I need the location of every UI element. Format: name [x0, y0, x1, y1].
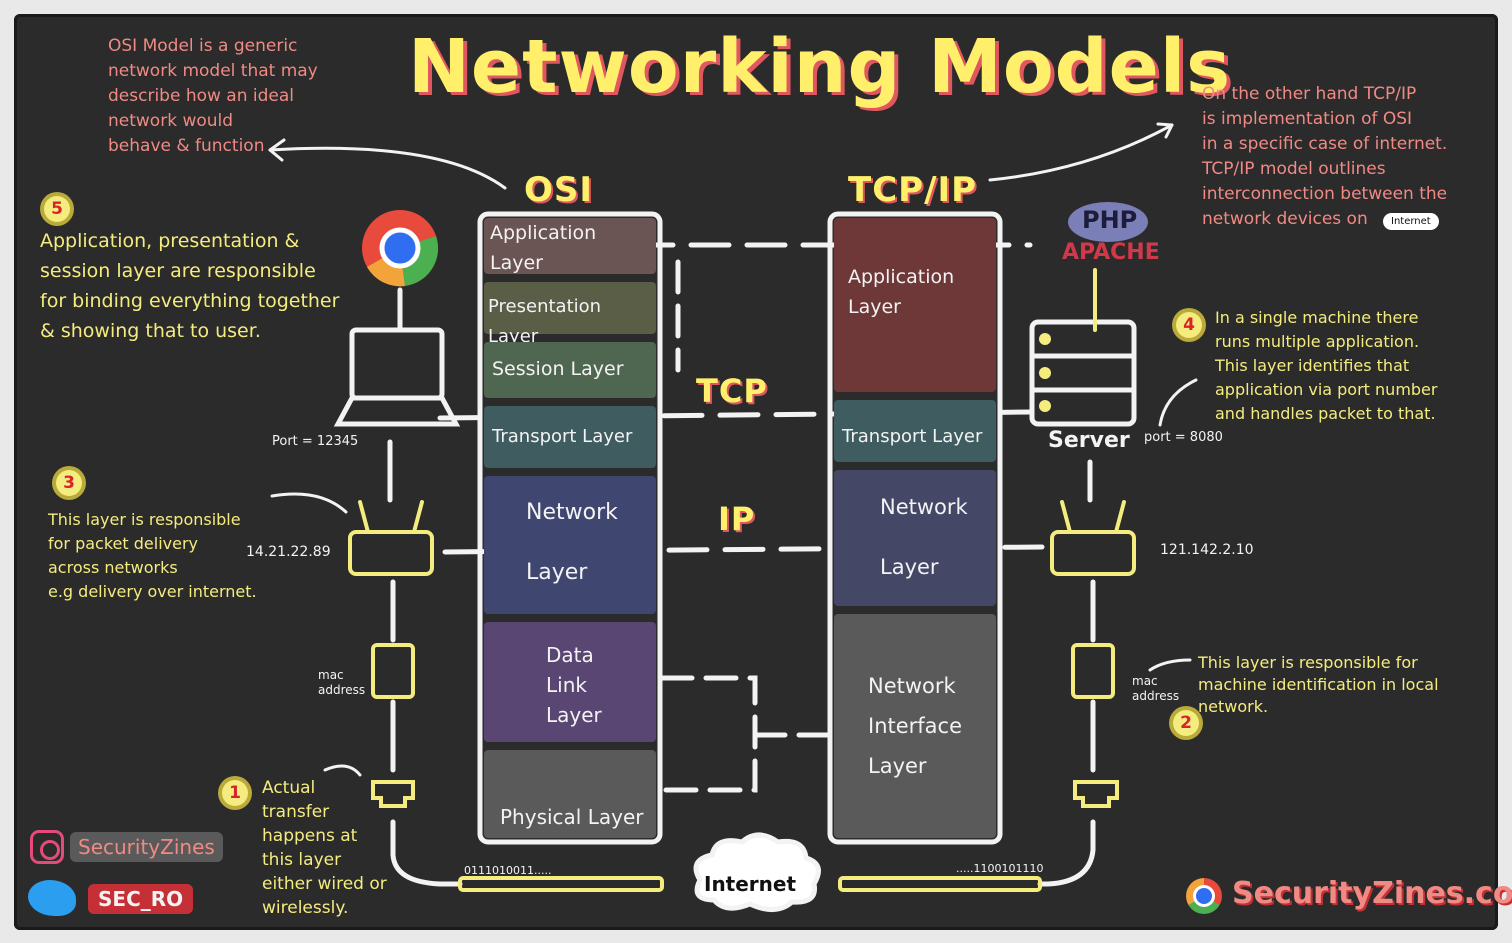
client-ip-label: 14.21.22.89 [246, 544, 331, 560]
tcpip-network-interface-layer: Network Interface Layer [834, 614, 996, 838]
note-network-layer: This layer is responsible for packet del… [48, 510, 257, 601]
badge-4: 4 [1176, 312, 1202, 338]
badge-1: 1 [222, 780, 248, 806]
client-mac-label: mac address [318, 668, 366, 697]
badge-2: 2 [1173, 710, 1199, 736]
osi-description-note: OSI Model is a generic network model tha… [108, 36, 318, 156]
bitstream-left: 0111010011..... [464, 864, 552, 877]
tcpip-description-note: On the other hand TCP/IP is implementati… [1202, 84, 1448, 229]
server-ip-label: 121.142.2.10 [1160, 542, 1254, 558]
bitstream-right: .....1100101110 [956, 862, 1044, 875]
note-transport-layer: In a single machine there runs multiple … [1215, 308, 1438, 423]
osi-data-link-layer: Data Link Layer [484, 622, 656, 742]
client-port-label: Port = 12345 [272, 434, 359, 449]
server-port-label: port = 8080 [1144, 430, 1223, 445]
note-datalink-layer: This layer is responsible for machine id… [1198, 653, 1439, 716]
internet-label: Internet [704, 872, 797, 896]
tcpip-heading: TCP/IP [848, 170, 978, 210]
osi-session-layer: Session Layer [484, 342, 656, 398]
chrome-icon [1186, 878, 1222, 914]
internet-cloud-badge: Internet [1383, 213, 1439, 230]
osi-application-layer: Application Layer [484, 218, 656, 274]
twitter-icon [28, 880, 76, 916]
twitter-handle[interactable]: SEC_RO [88, 884, 194, 914]
osi-network-layer: Network Layer [484, 476, 656, 614]
badge-5: 5 [44, 196, 70, 222]
server-label: Server [1048, 428, 1130, 453]
server-mac-label: mac address [1132, 674, 1180, 703]
instagram-handle[interactable]: SecurityZines [70, 832, 223, 862]
osi-heading: OSI [524, 170, 594, 210]
osi-physical-layer: Physical Layer [484, 750, 656, 838]
badge-3: 3 [56, 470, 82, 496]
note-application-layers: Application, presentation & session laye… [40, 230, 340, 342]
site-url[interactable]: SecurityZines.com [1232, 876, 1512, 911]
osi-transport-layer: Transport Layer [484, 406, 656, 468]
osi-presentation-layer: Presentation Layer [484, 282, 656, 347]
ip-protocol-label: IP [718, 500, 756, 538]
tcp-protocol-label: TCP [696, 372, 768, 410]
php-logo: PHP [1082, 206, 1138, 234]
apache-logo: APACHE [1062, 240, 1160, 265]
instagram-icon [30, 830, 64, 864]
page-title: Networking Models [408, 24, 1232, 110]
tcpip-transport-layer: Transport Layer [834, 400, 996, 462]
note-physical-layer: Actual transfer happens at this layer ei… [262, 778, 387, 918]
tcpip-application-layer: Application Layer [834, 218, 996, 392]
tcpip-network-layer: Network Layer [834, 470, 996, 606]
